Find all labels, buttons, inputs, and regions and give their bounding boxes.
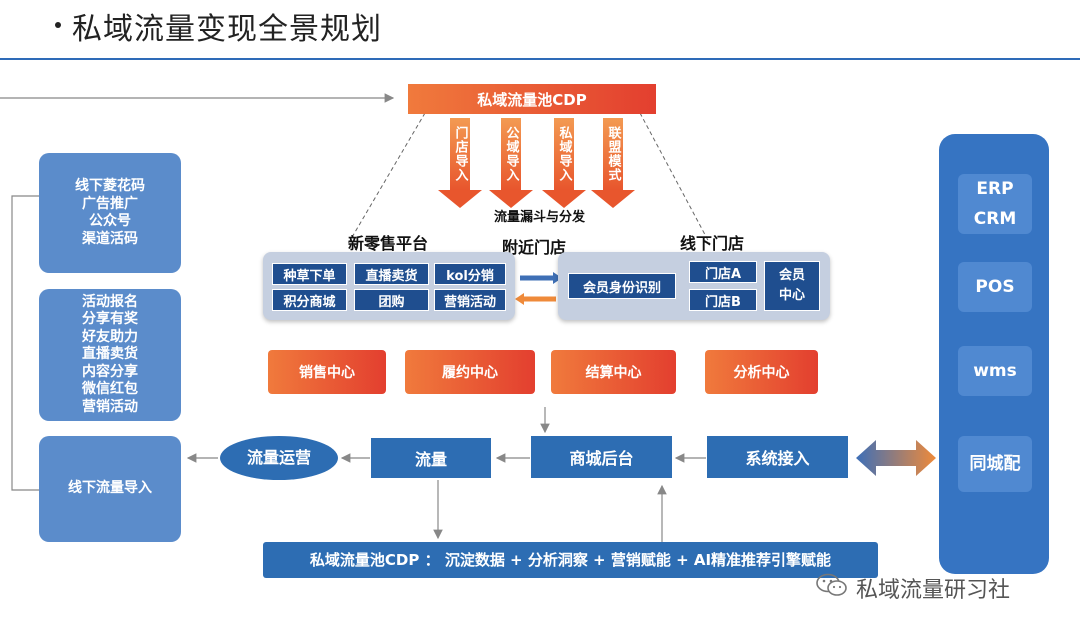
offline-traffic-label: 线下流量导入 xyxy=(68,480,152,497)
label-nearby-store: 附近门店 xyxy=(502,238,567,257)
wechat-icon xyxy=(815,573,849,597)
retail-item-live-sale: 直播卖货 xyxy=(354,263,429,285)
retail-item-kol: kol分销 xyxy=(434,263,506,285)
funnel-arrow-public: 公域导入 xyxy=(489,118,533,208)
arrow-head-icon xyxy=(591,190,635,208)
system-erp-crm: ERP CRM xyxy=(958,174,1032,234)
activity-item: 好友助力 xyxy=(82,328,138,345)
activity-item: 直播卖货 xyxy=(82,346,138,363)
retail-item-group-buy: 团购 xyxy=(354,289,429,311)
title-divider xyxy=(0,58,1080,60)
arrow-head-icon xyxy=(489,190,533,208)
activity-item: 分享有奖 xyxy=(82,311,138,328)
channel-item: 线下菱花码 xyxy=(75,178,145,194)
funnel-arrow-store: 门店导入 xyxy=(438,118,482,208)
title-bullet xyxy=(55,22,61,28)
channel-card-activities: 活动报名 分享有奖 好友助力 直播卖货 内容分享 微信红包 营销活动 xyxy=(39,289,181,421)
system-pos: POS xyxy=(958,262,1032,312)
member-center-label: 会员中心 xyxy=(778,268,805,303)
center-sales: 销售中心 xyxy=(268,350,386,394)
channel-card-qr: 线下菱花码 广告推广 公众号 渠道活码 xyxy=(39,153,181,273)
funnel-arrow-label: 门店导入 xyxy=(450,118,470,190)
retail-item-marketing: 营销活动 xyxy=(434,289,506,311)
cdp-summary-text: 私域流量池CDP ： 沉淀数据 + 分析洞察 + 营销赋能 + AI精准推荐引擎… xyxy=(309,551,832,569)
funnel-arrow-private: 私域导入 xyxy=(542,118,586,208)
traffic-ops-label: 流量运营 xyxy=(247,448,312,467)
cdp-top-box: 私域流量池CDP xyxy=(408,84,656,114)
system-pos-label: POS xyxy=(975,277,1015,297)
system-crm: CRM xyxy=(973,209,1017,229)
system-wms: wms xyxy=(958,346,1032,396)
label-offline-store: 线下门店 xyxy=(680,234,745,253)
member-center: 会员中心 xyxy=(764,261,820,311)
funnel-arrow-label: 公域导入 xyxy=(501,118,521,190)
member-identification: 会员身份识别 xyxy=(568,273,676,299)
funnel-arrow-alliance: 联盟模式 xyxy=(591,118,635,208)
mall-backend-box: 商城后台 xyxy=(531,436,672,478)
channel-item: 公众号 xyxy=(89,213,131,229)
store-a: 门店A xyxy=(689,261,757,283)
offline-traffic-card: 线下流量导入 xyxy=(39,436,181,542)
system-same-city-label: 同城配 xyxy=(969,454,1021,474)
activity-item: 微信红包 xyxy=(82,381,138,398)
arrow-head-icon xyxy=(438,190,482,208)
system-access-box: 系统接入 xyxy=(707,436,848,478)
activity-item: 活动报名 xyxy=(82,293,138,310)
page-title: 私域流量变现全景规划 xyxy=(72,12,382,47)
arrow-head-icon xyxy=(542,190,586,208)
traffic-box: 流量 xyxy=(371,438,491,478)
watermark-text: 私域流量研习社 xyxy=(856,578,1011,603)
funnel-label: 流量漏斗与分发 xyxy=(494,210,586,225)
activity-item: 内容分享 xyxy=(82,363,138,380)
traffic-ops-ellipse: 流量运营 xyxy=(220,436,338,480)
cdp-summary-bar: 私域流量池CDP ： 沉淀数据 + 分析洞察 + 营销赋能 + AI精准推荐引擎… xyxy=(263,542,878,578)
system-erp: ERP xyxy=(976,179,1014,199)
center-settlement: 结算中心 xyxy=(551,350,676,394)
funnel-arrow-label: 私域导入 xyxy=(554,118,574,190)
funnel-arrow-label: 联盟模式 xyxy=(603,118,623,190)
channel-item: 渠道活码 xyxy=(82,230,138,247)
center-analytics: 分析中心 xyxy=(705,350,818,394)
retail-item-points-mall: 积分商城 xyxy=(272,289,347,311)
center-fulfillment: 履约中心 xyxy=(405,350,535,394)
label-new-retail: 新零售平台 xyxy=(348,234,429,253)
store-b: 门店B xyxy=(689,289,757,311)
channel-item: 广告推广 xyxy=(82,195,138,212)
system-wms-label: wms xyxy=(973,361,1017,381)
retail-item-seed-order: 种草下单 xyxy=(272,263,347,285)
system-same-city-delivery: 同城配 xyxy=(958,436,1032,492)
activity-item: 营销活动 xyxy=(82,398,138,415)
